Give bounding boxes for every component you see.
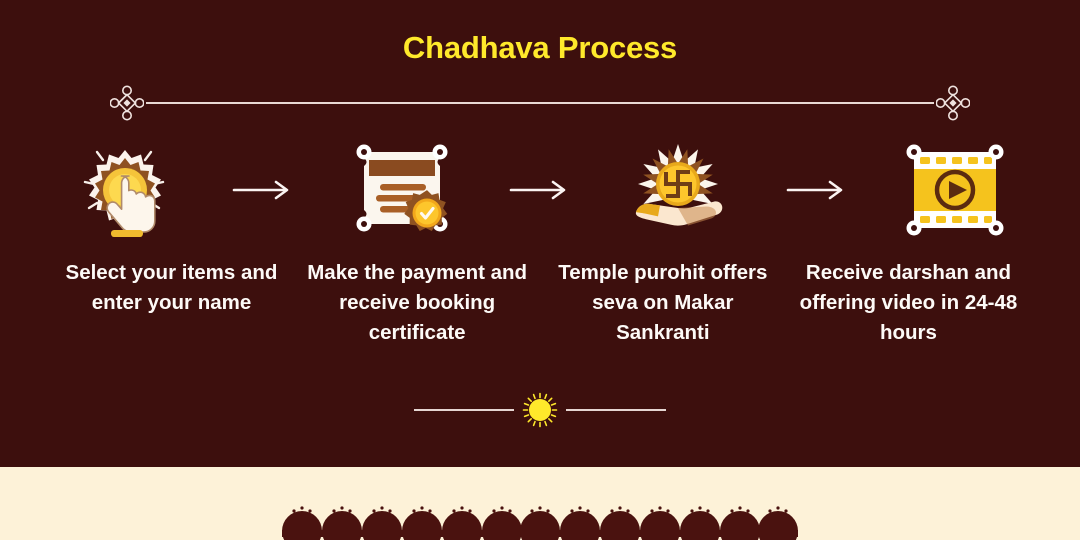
top-ornamental-divider bbox=[110, 84, 970, 122]
step-2-icon-wrapper bbox=[337, 135, 467, 245]
divider-line bbox=[146, 102, 934, 104]
arrow-right-icon bbox=[509, 180, 566, 200]
maroon-background-panel bbox=[0, 0, 1080, 467]
process-steps-captions: Select your items and enter your name Ma… bbox=[55, 258, 1025, 348]
decorative-knot-icon bbox=[936, 85, 970, 121]
scalloped-canopy-decoration bbox=[282, 506, 798, 540]
hand-offering-swastika-coin-icon bbox=[636, 144, 723, 226]
process-steps-icon-row bbox=[60, 130, 1020, 250]
step-4-icon-wrapper bbox=[890, 135, 1020, 245]
arrow-right-icon bbox=[233, 180, 289, 200]
step-2-caption: Make the payment and receive booking cer… bbox=[307, 261, 528, 344]
arrow-2-wrapper bbox=[495, 170, 585, 210]
divider-line-right bbox=[566, 409, 666, 411]
page-title: Chadhava Process bbox=[402, 30, 678, 65]
hand-tap-sun-icon bbox=[83, 150, 165, 237]
sun-icon bbox=[522, 392, 558, 428]
decorative-knot-icon bbox=[110, 85, 144, 121]
arrow-right-icon bbox=[786, 180, 842, 200]
step-4-caption: Receive darshan and offering video in 24… bbox=[799, 261, 1018, 344]
arrow-1-wrapper bbox=[218, 170, 308, 210]
step-3-icon-wrapper bbox=[613, 135, 743, 245]
step-3-caption: Temple purohit offers seva on Makar Sank… bbox=[558, 261, 768, 344]
certificate-seal-icon bbox=[356, 144, 448, 232]
step-1-icon-wrapper bbox=[60, 135, 190, 245]
film-strip-play-icon bbox=[906, 144, 1004, 236]
step-1-caption: Select your items and enter your name bbox=[65, 261, 278, 314]
arrow-3-wrapper bbox=[772, 170, 862, 210]
bottom-sun-divider bbox=[395, 392, 685, 428]
divider-line-left bbox=[414, 409, 514, 411]
